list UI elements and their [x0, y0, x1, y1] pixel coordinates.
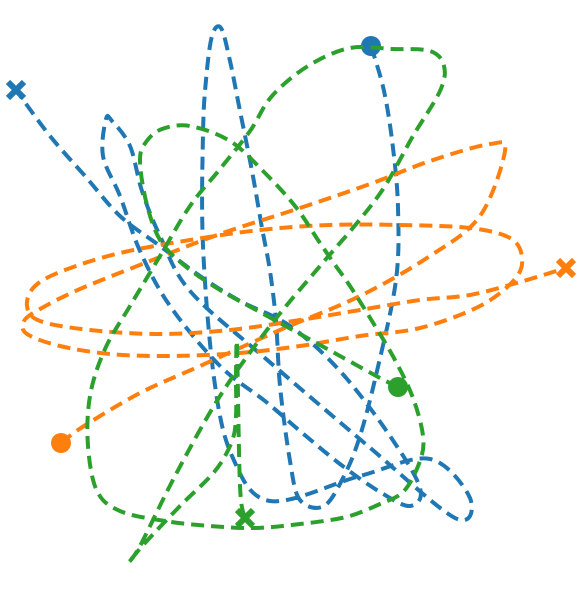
series-1 [20, 140, 577, 453]
series-0-end-marker-stroke-1 [5, 79, 27, 101]
series-1-end-marker-stroke-1 [555, 257, 577, 279]
series-2-end-marker-stroke-1 [234, 507, 256, 529]
series-1-trajectory-line [20, 140, 567, 445]
series-1-start-marker [51, 433, 71, 453]
series-2-trajectory-line [85, 44, 447, 566]
series-1-end-marker [555, 257, 577, 279]
series-0-trajectory-line [14, 24, 474, 523]
series-2-start-marker [388, 377, 408, 397]
series-2 [85, 44, 447, 566]
series-2-end-marker [234, 507, 256, 529]
series-0-end-marker [5, 79, 27, 101]
